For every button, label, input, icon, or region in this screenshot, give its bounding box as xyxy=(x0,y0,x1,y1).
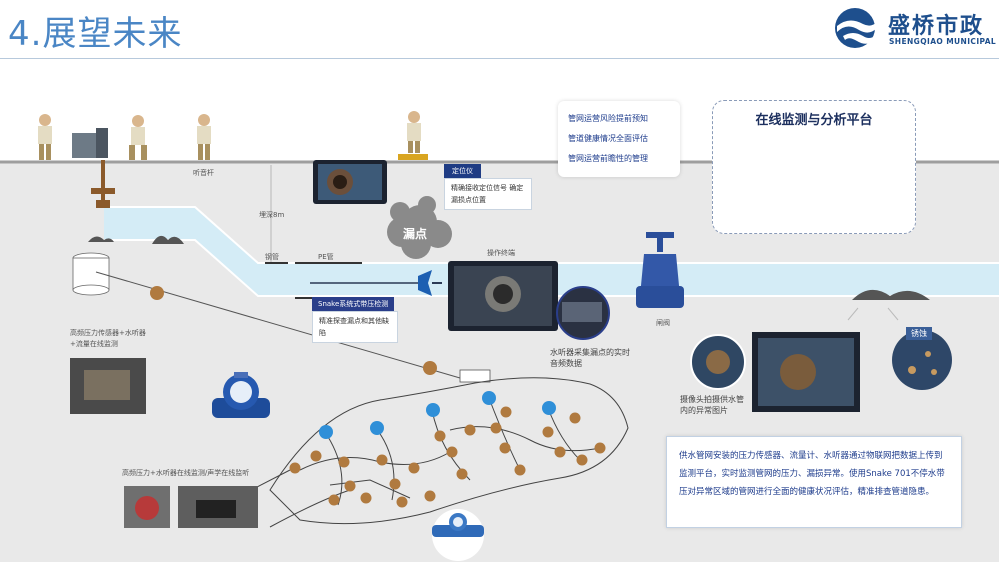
snake-description: 精准探查漏点和其他缺陷 xyxy=(312,311,398,343)
management-benefits-box: 管网运营风险提前预知 管道健康情况全面评估 管网运营前瞻性的管理 xyxy=(558,101,680,177)
network-nodes xyxy=(289,391,606,508)
snake-probe-icon xyxy=(310,270,442,296)
page-title: 4.展望未来 xyxy=(8,14,183,54)
pe-pipe-label: PE管 xyxy=(318,253,334,261)
pointer-arrows xyxy=(847,307,899,321)
snake-tag: Snake系统式带压检测 xyxy=(312,297,395,311)
description-box: 供水管网安装的压力传感器、流量计、水听器通过物联网把数据上传到监测平台，实时监测… xyxy=(666,436,962,528)
worker-figure-locator xyxy=(398,111,428,160)
platform-title: 在线监测与分析平台 xyxy=(755,113,873,128)
sensor-photo xyxy=(70,358,146,414)
locator-tag: 定位仪 xyxy=(444,164,481,178)
sensor-node xyxy=(150,286,164,300)
steel-pipe-label: 钢管 xyxy=(265,253,279,261)
benefit-line: 管道健康情况全面评估 xyxy=(568,134,648,143)
small-water-meter-icon xyxy=(432,509,484,561)
logo-icon xyxy=(835,8,877,48)
water-meter-icon xyxy=(212,372,270,418)
hydrant-photo xyxy=(124,486,170,528)
soil-clumps xyxy=(88,235,930,300)
gate-valve-icon xyxy=(636,232,684,308)
gate-valve-label: 闸阀 xyxy=(656,319,670,327)
locator-description: 精确接收定位信号 确定漏损点位置 xyxy=(444,178,532,210)
locator-screen xyxy=(313,160,387,204)
header-divider xyxy=(0,58,999,59)
manhole-photo xyxy=(178,486,258,528)
rust-label: 锈蚀 xyxy=(906,327,932,340)
worker-figure-3 xyxy=(197,114,211,160)
rust-zoom xyxy=(892,330,952,390)
burial-depth-label: 埋深8m xyxy=(259,211,285,219)
operation-terminal-label: 操作终端 xyxy=(487,249,515,257)
benefit-line: 管网运营风险提前预知 xyxy=(568,114,648,123)
listening-rod-label: 听音杆 xyxy=(193,169,214,177)
sensor-flow-label: 高频压力传感器+水听器+流量在线监测 xyxy=(70,329,146,348)
sensor-sound-label: 高频压力+水听器在线监测/声学在线监听 xyxy=(122,469,250,477)
leak-cloud xyxy=(387,196,452,259)
junction-box xyxy=(459,369,491,383)
camera-description: 摄像头拍摄供水管内的异常图片 xyxy=(680,395,744,415)
camera-zoom xyxy=(690,334,746,390)
listening-equipment-icon xyxy=(72,128,115,208)
worker-figure-2 xyxy=(129,115,147,160)
worker-figure-1 xyxy=(38,114,52,160)
operation-terminal-screen xyxy=(448,261,558,331)
logo-text: 盛桥市政 xyxy=(888,14,985,39)
leak-point-label: 漏点 xyxy=(403,227,428,241)
hydrophone-description: 水听器采集漏点的实时音频数据 xyxy=(550,348,630,368)
logo-subtext: SHENGQIAO MUNICIPAL xyxy=(889,37,997,46)
monitoring-platform-box: 在线监测与分析平台 xyxy=(712,100,916,234)
sensor-node xyxy=(423,361,437,375)
camera-image-panel xyxy=(752,332,860,412)
benefit-line: 管网运营前瞻性的管理 xyxy=(568,154,648,163)
water-pipe xyxy=(104,206,999,299)
hydrophone-zoom xyxy=(556,286,610,340)
